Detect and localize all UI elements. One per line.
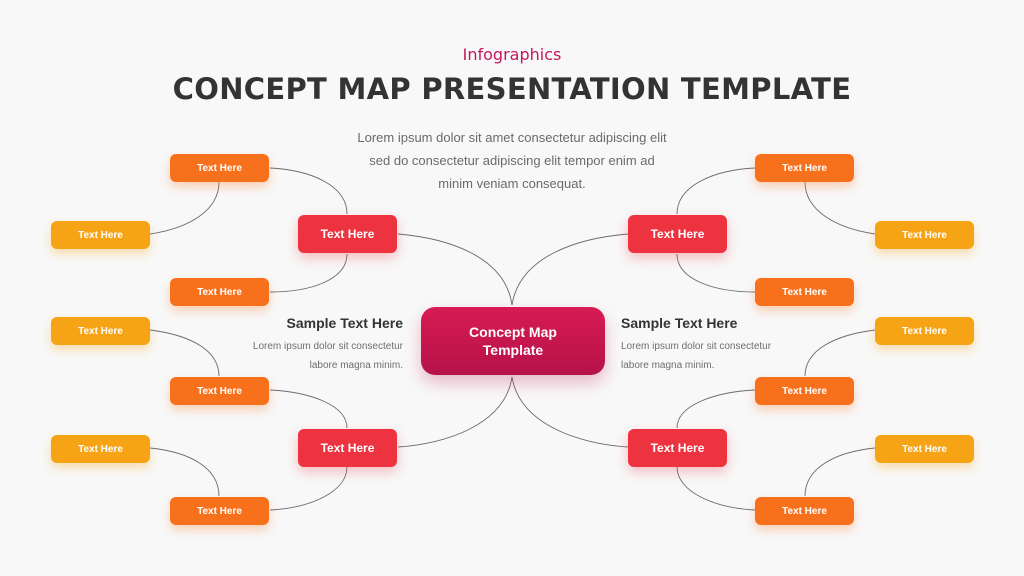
node-top-right: Text Here: [628, 215, 727, 253]
node-bottom-right-upper: Text Here: [755, 377, 854, 405]
sample-line: Lorem ipsum dolor sit consectetur: [621, 341, 772, 352]
node-top-left-upper: Text Here: [170, 154, 269, 182]
connector-tl-outer: [149, 181, 220, 235]
node-bottom-left-upper: Text Here: [170, 377, 269, 405]
subtitle: Infographics: [462, 45, 562, 64]
connector-bl-lower: [269, 466, 348, 511]
intro-line: Lorem ipsum dolor sit amet consectetur a…: [357, 130, 667, 145]
node-bottom-right: Text Here: [628, 429, 727, 467]
sample-body-right: Lorem ipsum dolor sit consectetur labore…: [621, 337, 821, 375]
node-top-right-lower: Text Here: [755, 278, 854, 306]
node-bottom-left-outer: Text Here: [51, 317, 150, 345]
node-bottom-right-lower-outer: Text Here: [875, 435, 974, 463]
connector-br-lower: [676, 466, 756, 511]
node-bottom-right-lower: Text Here: [755, 497, 854, 525]
connector-center-top-right: [511, 233, 629, 306]
center-node: Concept Map Template: [421, 307, 605, 375]
connector-bl-upper: [269, 389, 348, 429]
page-title: CONCEPT MAP PRESENTATION TEMPLATE: [172, 72, 852, 106]
node-bottom-right-outer: Text Here: [875, 317, 974, 345]
connector-br-upper: [676, 389, 756, 429]
connector-tl-lower: [269, 253, 348, 293]
center-node-line: Template: [482, 342, 544, 358]
connector-bl-outer: [149, 329, 220, 377]
connector-br-lower-outer: [804, 447, 876, 497]
intro-line: sed do consectetur adipiscing elit tempo…: [369, 153, 655, 168]
sample-line: labore magna minim.: [621, 360, 715, 371]
connector-bl-lower-outer: [149, 447, 220, 497]
node-top-left-lower: Text Here: [170, 278, 269, 306]
connector-center-bottom-left: [397, 376, 513, 448]
connector-br-outer: [804, 329, 876, 377]
intro-line: minim veniam consequat.: [438, 176, 586, 191]
node-top-right-upper: Text Here: [755, 154, 854, 182]
connector-tr-lower: [676, 253, 756, 293]
node-bottom-left-lower-outer: Text Here: [51, 435, 150, 463]
sample-title-left: Sample Text Here: [286, 315, 403, 331]
intro-text: Lorem ipsum dolor sit amet consectetur a…: [332, 126, 692, 195]
node-top-left: Text Here: [298, 215, 397, 253]
sample-title-right: Sample Text Here: [621, 315, 738, 331]
sample-line: labore magna minim.: [309, 360, 403, 371]
sample-line: Lorem ipsum dolor sit consectetur: [252, 341, 403, 352]
sample-text-right: Sample Text Here Lorem ipsum dolor sit c…: [621, 315, 821, 375]
sample-body-left: Lorem ipsum dolor sit consectetur labore…: [203, 337, 403, 375]
connector-center-top-left: [397, 233, 513, 306]
connector-tl-upper: [269, 167, 348, 215]
connector-tr-upper: [676, 167, 756, 215]
connector-tr-outer: [804, 181, 876, 235]
connector-center-bottom-right: [511, 376, 629, 448]
center-node-line: Concept Map: [469, 324, 557, 340]
node-top-right-outer: Text Here: [875, 221, 974, 249]
node-bottom-left: Text Here: [298, 429, 397, 467]
sample-text-left: Sample Text Here Lorem ipsum dolor sit c…: [203, 315, 403, 375]
node-top-left-outer: Text Here: [51, 221, 150, 249]
node-bottom-left-lower: Text Here: [170, 497, 269, 525]
